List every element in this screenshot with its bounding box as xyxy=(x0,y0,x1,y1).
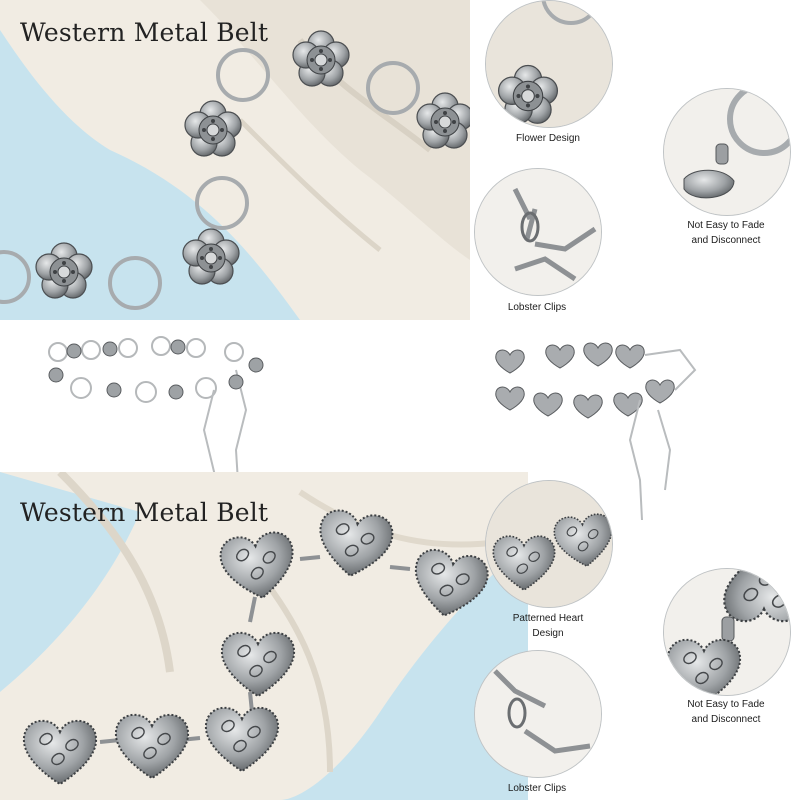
caption-lobster-clips-top: Lobster Clips xyxy=(507,302,567,313)
fade-closeup-top xyxy=(663,88,791,216)
heart-belt-photo: Western Metal Belt xyxy=(0,472,528,800)
belt-title-top: Western Metal Belt xyxy=(20,18,269,47)
caption-lobster-clips-bottom: Lobster Clips xyxy=(507,783,567,794)
caption-flower-design: Flower Design xyxy=(516,133,580,144)
caption-not-easy-to-fade-bottom: Not Easy to Fade and Disconnect xyxy=(687,699,765,725)
fade-closeup-bottom xyxy=(663,568,791,696)
patterned-heart-closeup xyxy=(485,480,613,608)
lobster-clip-closeup-bottom xyxy=(474,650,602,778)
flower-design-closeup xyxy=(485,0,613,128)
caption-patterned-heart: Patterned Heart Design xyxy=(512,613,584,639)
belt-title-bottom: Western Metal Belt xyxy=(20,498,269,527)
flower-belt-product xyxy=(36,330,276,545)
flower-belt-photo: Western Metal Belt xyxy=(0,0,470,320)
lobster-clip-closeup-top xyxy=(474,168,602,296)
caption-not-easy-to-fade-top: Not Easy to Fade and Disconnect xyxy=(687,220,765,246)
heart-belt-product xyxy=(480,330,700,530)
